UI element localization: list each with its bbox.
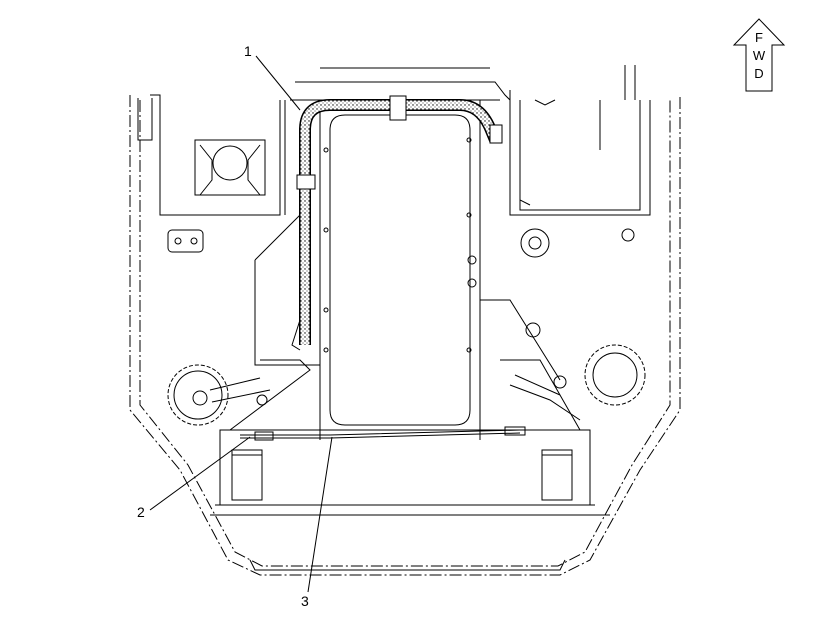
leader-lines: [149, 55, 333, 593]
fuel-line: [240, 426, 526, 441]
fwd-letter-w: W: [752, 48, 766, 63]
hose-assembly: [291, 95, 503, 351]
right-fuel-cap: [509, 344, 646, 421]
leader-line-1: [255, 55, 301, 111]
lower-tank: [210, 429, 610, 571]
fwd-letter-d: D: [754, 66, 764, 81]
side-panels: [229, 214, 581, 431]
forward-arrow-icon: [732, 18, 786, 92]
fwd-letter-f: F: [755, 30, 763, 45]
right-upper-structure: [509, 65, 651, 338]
left-upper-structure: [137, 67, 511, 253]
engine-block: [319, 100, 481, 440]
orientation-indicator: F W D: [733, 18, 785, 92]
leader-line-2: [149, 436, 251, 511]
leader-line-3: [307, 436, 333, 593]
callout-1: 1: [244, 43, 252, 59]
frame-outline: [129, 95, 681, 576]
callout-2: 2: [137, 504, 145, 520]
left-fuel-cap: [167, 364, 271, 426]
callout-3: 3: [301, 593, 309, 609]
